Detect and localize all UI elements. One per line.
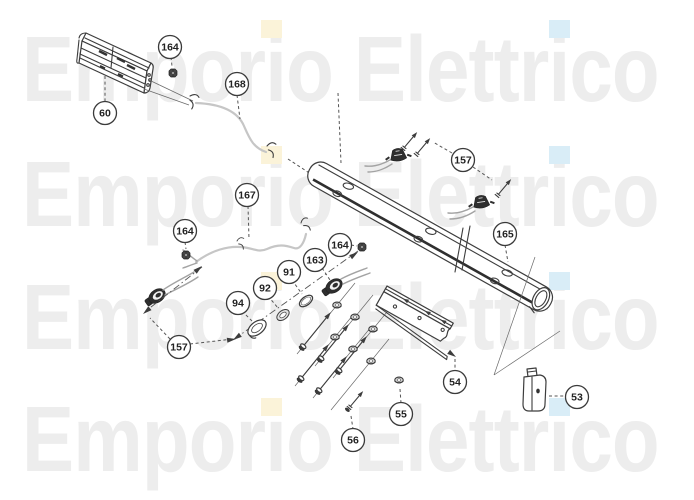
artifact-square-blue <box>549 272 570 290</box>
part-washer-55 <box>394 376 404 384</box>
part-oring-91 <box>298 294 314 308</box>
callout-91: 91 <box>276 259 302 285</box>
leader-line <box>143 79 194 106</box>
part-mounting-bar-165 <box>307 161 554 314</box>
svg-text:55: 55 <box>395 409 407 421</box>
svg-text:168: 168 <box>228 79 246 91</box>
svg-text:53: 53 <box>571 392 583 404</box>
callout-165: 165 <box>492 221 518 247</box>
part-nut-164-top <box>168 68 178 78</box>
artifact-square-blue <box>549 20 570 38</box>
svg-text:94: 94 <box>232 298 244 310</box>
callout-60: 60 <box>92 100 118 126</box>
callout-94: 94 <box>225 290 251 316</box>
part-nut-164-left <box>181 250 191 260</box>
part-screw-56 <box>344 389 366 412</box>
artifact-square-yellow <box>261 398 282 416</box>
svg-text:91: 91 <box>283 267 295 279</box>
callout-54: 54 <box>442 369 468 395</box>
part-gasket-92 <box>276 308 290 322</box>
callout-168: 168 <box>224 71 250 97</box>
svg-text:54: 54 <box>449 377 461 389</box>
callout-92: 92 <box>252 275 278 301</box>
artifact-square-yellow <box>261 20 282 38</box>
part-lamp-163 <box>319 267 371 300</box>
callout-157-upper: 157 <box>450 147 476 173</box>
callout-55: 55 <box>388 401 414 427</box>
svg-text:164: 164 <box>176 226 194 238</box>
svg-text:157: 157 <box>170 342 188 354</box>
svg-text:56: 56 <box>347 435 359 447</box>
svg-text:164: 164 <box>331 240 349 252</box>
svg-text:165: 165 <box>496 229 514 241</box>
callout-53: 53 <box>564 384 590 410</box>
callout-164-right: 164 <box>327 232 353 258</box>
part-bracket-54 <box>375 285 458 361</box>
svg-text:92: 92 <box>259 283 271 295</box>
part-nut-164-right <box>357 242 367 252</box>
part-light-bar-60 <box>76 32 154 94</box>
svg-text:60: 60 <box>99 108 111 120</box>
artifact-square-blue <box>549 398 570 416</box>
callout-164-left: 164 <box>172 218 198 244</box>
part-fastener-array <box>294 282 392 411</box>
callout-164-top: 164 <box>157 34 183 60</box>
part-gasket-94 <box>247 319 267 339</box>
svg-text:163: 163 <box>306 255 324 267</box>
break-lines <box>454 225 471 273</box>
part-lamp-left <box>141 264 204 316</box>
svg-text:167: 167 <box>238 190 256 202</box>
svg-text:164: 164 <box>161 42 179 54</box>
part-lamp-stack <box>231 242 371 343</box>
callout-157-lower: 157 <box>166 334 192 360</box>
callout-167: 167 <box>234 182 260 208</box>
artifact-square-blue <box>549 146 570 164</box>
part-cable-168 <box>186 92 342 181</box>
svg-text:157: 157 <box>454 155 472 167</box>
part-clamp-157-a <box>364 130 433 173</box>
callout-163: 163 <box>302 247 328 273</box>
artifact-square-yellow <box>261 146 282 164</box>
callout-56: 56 <box>340 427 366 453</box>
part-clamp-157-b <box>447 177 514 220</box>
part-endcap-53 <box>493 256 561 412</box>
